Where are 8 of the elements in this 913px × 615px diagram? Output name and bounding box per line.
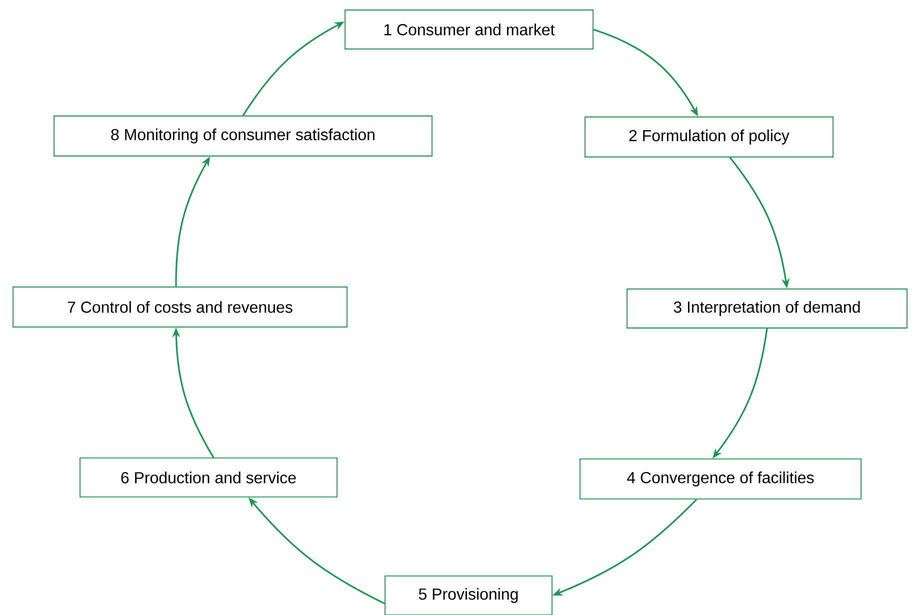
process-box: 8 Monitoring of consumer satisfaction [54,116,432,156]
process-box: 7 Control of costs and revenues [12,286,348,328]
process-box: 5 Provisioning [384,576,552,615]
process-box: 4 Convergence of facilities [580,458,862,500]
process-box: 3 Interpretation of demand [626,288,908,328]
process-box: 6 Production and service [80,458,338,498]
process-box: 2 Formulation of policy [584,116,834,158]
process-box: 1 Consumer and market [344,10,594,50]
